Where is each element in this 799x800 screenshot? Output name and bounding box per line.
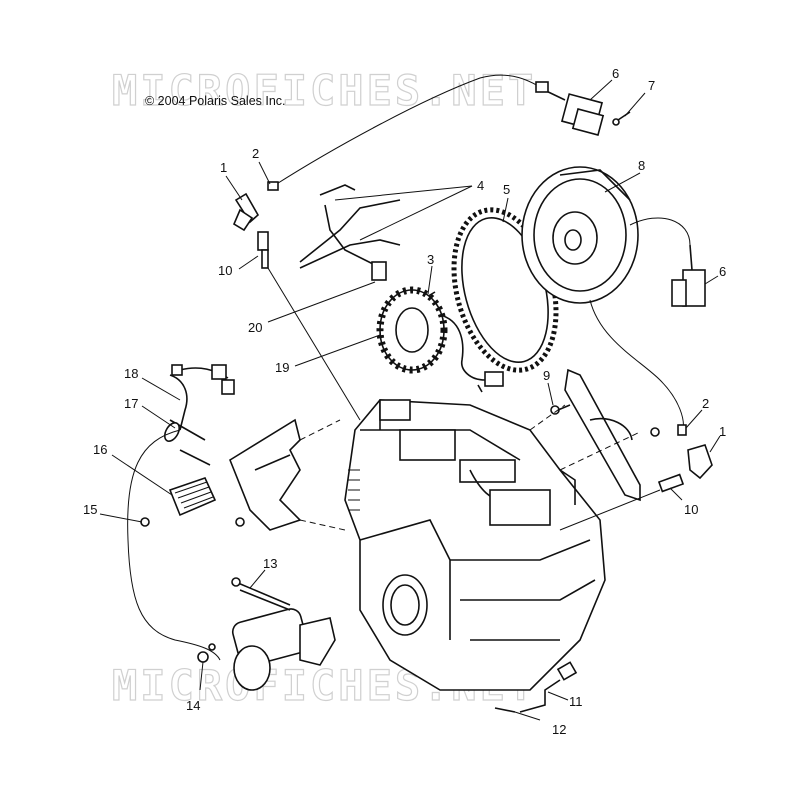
spark-plug-right [657,473,685,493]
spark-plug-top [257,231,269,269]
svg-text:6: 6 [719,264,726,279]
stator [376,286,504,393]
callout-15: 15 [83,502,143,523]
callout-1a: 1 [220,160,243,201]
svg-text:19: 19 [275,360,289,375]
svg-text:4: 4 [477,178,484,193]
callout-8: 8 [604,158,645,193]
wire-right [589,299,684,431]
svg-text:10: 10 [218,263,232,278]
ignition-coil-top [535,81,605,137]
svg-text:3: 3 [427,252,434,267]
callout-9: 9 [543,368,554,406]
watermark-top: MICROFICHES.NET [112,66,536,115]
callout-2a: 2 [252,146,271,185]
regulator-16 [168,477,217,517]
guide-line-plug-right [559,489,661,531]
clip-top [267,181,279,191]
svg-text:2: 2 [252,146,259,161]
callout-19: 19 [275,334,381,375]
svg-text:18: 18 [124,366,138,381]
flywheel [521,166,639,304]
svg-text:17: 17 [124,396,138,411]
callout-7: 7 [624,78,655,117]
callout-17: 17 [124,396,176,429]
tube-17 [163,419,211,466]
wire-left-loop [127,429,221,661]
spark-plug-cap-right [687,444,713,480]
callout-1b: 1 [709,424,726,453]
bracket-right [550,368,660,502]
svg-text:9: 9 [543,368,550,383]
guide-dashes-right [529,404,641,471]
callout-5: 5 [502,182,510,223]
svg-text:12: 12 [552,722,566,737]
wire-top [274,74,549,186]
callout-10a: 10 [218,255,259,278]
harness-18 [169,364,235,431]
copyright-notice: © 2004 Polaris Sales Inc. [145,94,286,108]
bolt-13-head [231,577,241,587]
callout-16: 16 [93,442,173,496]
callout-14: 14 [186,661,204,713]
clip-right [677,424,687,436]
callout-2b: 2 [685,396,709,429]
svg-text:20: 20 [248,320,262,335]
spark-plug-cap-top [232,192,260,232]
callout-10b: 10 [669,487,698,517]
sensor-11 [519,661,578,713]
heat-shield-left [229,418,346,531]
svg-text:11: 11 [569,694,583,709]
svg-text:1: 1 [220,160,227,175]
callout-20: 20 [248,281,376,335]
pulser-coil-right [629,217,706,307]
svg-text:15: 15 [83,502,97,517]
screw-7 [612,111,631,126]
svg-text:14: 14 [186,698,200,713]
engine-block [344,399,606,691]
callout-6a: 6 [589,66,619,101]
svg-text:7: 7 [648,78,655,93]
svg-text:1: 1 [719,424,726,439]
bolt-left [235,517,245,527]
callout-11: 11 [547,691,583,709]
bolt-13 [237,582,291,606]
starter-motor [231,589,336,691]
wire-harness [299,184,401,281]
callout-12: 12 [514,711,566,737]
bolt-15 [140,517,150,527]
callout-13: 13 [249,556,277,589]
callout-3: 3 [427,252,434,295]
guide-line-plug [267,267,361,421]
svg-text:13: 13 [263,556,277,571]
svg-text:8: 8 [638,158,645,173]
svg-text:6: 6 [612,66,619,81]
callout-18: 18 [124,366,181,401]
sensor-12 [494,707,516,713]
svg-text:5: 5 [503,182,510,197]
callout-4: 4 [334,178,484,241]
svg-text:16: 16 [93,442,107,457]
callout-6b: 6 [704,264,726,285]
svg-text:2: 2 [702,396,709,411]
svg-text:10: 10 [684,502,698,517]
